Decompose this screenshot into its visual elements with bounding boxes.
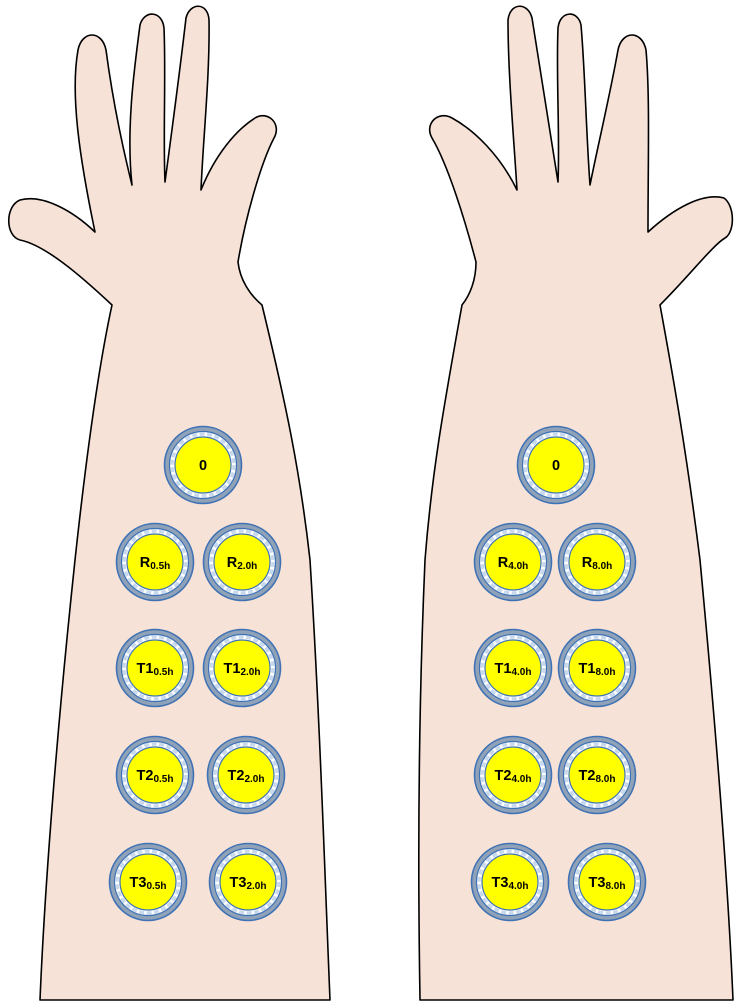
- right-arm-site-t1-8-0h: T18.0h: [559, 630, 636, 707]
- site-label-subscript: 8.0h: [595, 774, 615, 785]
- right-arm-site-t2-4-0h: T24.0h: [475, 737, 552, 814]
- site-label-subscript: 4.0h: [511, 667, 531, 678]
- site-label-subscript: 4.0h: [511, 774, 531, 785]
- site-label-main: T2: [579, 768, 596, 784]
- left-arm-site-t2-2-0h: T22.0h: [208, 737, 285, 814]
- site-label-subscript: 2.0h: [240, 667, 260, 678]
- site-label-main: T1: [224, 661, 241, 677]
- right-arm-site-t1-4-0h: T14.0h: [475, 630, 552, 707]
- site-label-subscript: 4.0h: [508, 561, 528, 572]
- site-label: 0: [552, 458, 560, 474]
- site-label-subscript: 0.5h: [146, 881, 166, 892]
- site-label-main: 0: [199, 458, 207, 474]
- site-label-subscript: 2.0h: [244, 774, 264, 785]
- site-label-subscript: 0.5h: [153, 667, 173, 678]
- left-arm-site-0: 0: [165, 427, 242, 504]
- left-arm-site-t3-2-0h: T32.0h: [210, 844, 287, 921]
- site-label-subscript: 8.0h: [595, 667, 615, 678]
- site-label-main: R: [498, 555, 509, 571]
- site-label-main: T3: [589, 875, 606, 891]
- right-arm-site-0: 0: [518, 427, 595, 504]
- left-arm-site-r-0-5h: R0.5h: [117, 524, 194, 601]
- left-arm-site-t1-2-0h: T12.0h: [204, 630, 281, 707]
- site-label-main: T3: [230, 875, 247, 891]
- site-label-main: T1: [579, 661, 596, 677]
- site-label-subscript: 8.0h: [605, 881, 625, 892]
- site-label-main: T1: [495, 661, 512, 677]
- left-arm-site-t3-0-5h: T30.5h: [110, 844, 187, 921]
- right-arm-silhouette: [419, 6, 733, 1000]
- site-label-main: 0: [552, 458, 560, 474]
- left-arm-site-t2-0-5h: T20.5h: [117, 737, 194, 814]
- site-label-main: T1: [137, 661, 154, 677]
- right-arm-site-t3-4-0h: T34.0h: [472, 844, 549, 921]
- left-arm-site-t1-0-5h: T10.5h: [117, 630, 194, 707]
- site-label-subscript: 8.0h: [592, 561, 612, 572]
- site-label-main: T2: [137, 768, 154, 784]
- right-arm-site-r-4-0h: R4.0h: [475, 524, 552, 601]
- site-label: 0: [199, 458, 207, 474]
- site-label-main: T2: [495, 768, 512, 784]
- site-label-main: T3: [492, 875, 509, 891]
- site-label-main: T2: [228, 768, 245, 784]
- left-arm-site-r-2-0h: R2.0h: [204, 524, 281, 601]
- site-label-subscript: 4.0h: [508, 881, 528, 892]
- site-label-main: T3: [130, 875, 147, 891]
- site-label-main: R: [227, 555, 238, 571]
- site-label-subscript: 0.5h: [153, 774, 173, 785]
- site-label-subscript: 0.5h: [150, 561, 170, 572]
- right-arm-site-t2-8-0h: T28.0h: [559, 737, 636, 814]
- site-label-main: R: [140, 555, 151, 571]
- right-arm-site-t3-8-0h: T38.0h: [569, 844, 646, 921]
- site-label-subscript: 2.0h: [237, 561, 257, 572]
- right-arm-site-r-8-0h: R8.0h: [559, 524, 636, 601]
- site-label-main: R: [582, 555, 593, 571]
- site-label-subscript: 2.0h: [246, 881, 266, 892]
